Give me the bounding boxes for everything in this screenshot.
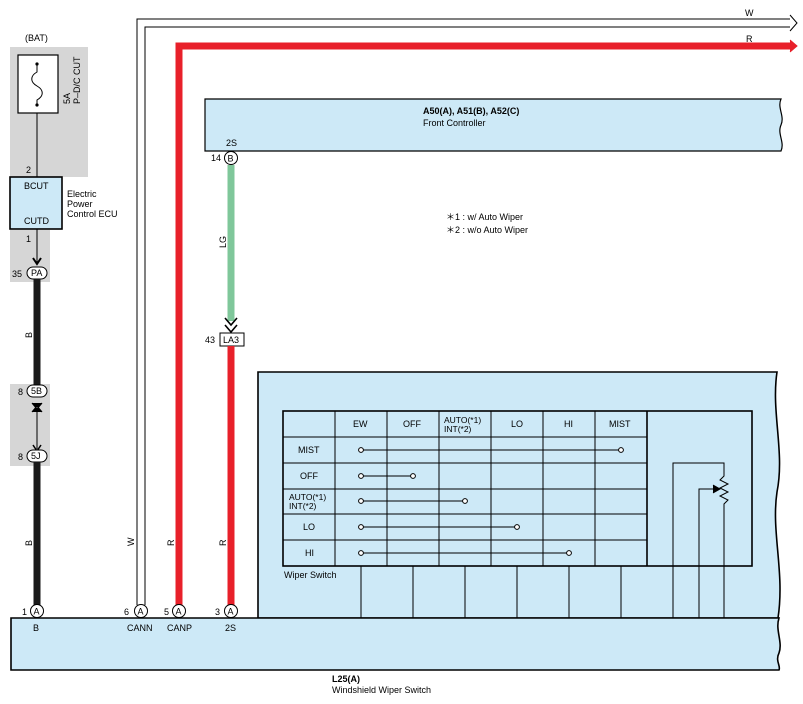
continuity-lo-start bbox=[358, 524, 364, 530]
5b-connector bbox=[26, 384, 48, 398]
r-wire-canp bbox=[175, 42, 790, 605]
la3-pin: 43 bbox=[205, 335, 215, 345]
pin3-connector bbox=[224, 604, 238, 618]
5j-code: 5J bbox=[31, 451, 41, 461]
continuity-mist-end bbox=[618, 447, 624, 453]
continuity-auto-start bbox=[358, 498, 364, 504]
header-mist: MIST bbox=[609, 419, 631, 429]
pin6-connector bbox=[134, 604, 148, 618]
windshield-wiper-switch-box bbox=[10, 617, 781, 671]
row-label-auto: AUTO(*1) bbox=[289, 492, 326, 502]
row-label-int: INT(*2) bbox=[289, 501, 317, 511]
pin5-num: 5 bbox=[164, 607, 169, 617]
front-controller-ids: A50(A), A51(B), A52(C) bbox=[423, 106, 519, 116]
pin1-connector bbox=[30, 604, 44, 618]
ecu-name-line2: Power bbox=[67, 199, 93, 209]
header-int: INT(*2) bbox=[444, 424, 472, 434]
fuse-amp: 5A bbox=[62, 93, 72, 104]
b-connector-code: B bbox=[228, 154, 234, 164]
r-wire-end-icon bbox=[789, 39, 798, 53]
header-lo: LO bbox=[511, 419, 523, 429]
fuse-icon bbox=[31, 64, 43, 105]
ecu-terminal-top: BCUT bbox=[24, 181, 49, 191]
windshield-switch-name: Windshield Wiper Switch bbox=[332, 685, 431, 695]
ecu-box bbox=[9, 176, 63, 230]
pin6-num: 6 bbox=[124, 607, 129, 617]
w-wire-outer bbox=[136, 18, 790, 605]
la3-code: LA3 bbox=[223, 335, 239, 345]
r-wire-label-side: R bbox=[166, 539, 176, 546]
windshield-switch-id: L25(A) bbox=[332, 674, 360, 684]
w-wire-label-top: W bbox=[745, 8, 754, 18]
note-2: ＊2 : w/o Auto Wiper bbox=[446, 225, 528, 235]
la3-arrow-icon bbox=[224, 317, 238, 334]
pin1-name: B bbox=[33, 623, 39, 633]
r-wire-label-top: R bbox=[746, 34, 753, 44]
header-ew: EW bbox=[353, 419, 368, 429]
wiper-switch-caption: Wiper Switch bbox=[284, 570, 337, 580]
pa-arrow-icon bbox=[32, 257, 42, 266]
header-off: OFF bbox=[403, 419, 421, 429]
fuse-dot-top bbox=[35, 62, 39, 66]
w-wire-label-side: W bbox=[126, 537, 136, 546]
ecu-pin-top: 2 bbox=[26, 165, 31, 175]
header-hi: HI bbox=[564, 419, 573, 429]
ecu-name-line3: Control ECU bbox=[67, 209, 118, 219]
pin1-num: 1 bbox=[22, 607, 27, 617]
continuity-mist-start bbox=[358, 447, 364, 453]
b-wire-label-upper: B bbox=[24, 332, 34, 338]
ecu-name-line1: Electric bbox=[67, 189, 97, 199]
pin3-name: 2S bbox=[225, 623, 236, 633]
fuse-dot-bottom bbox=[35, 103, 39, 107]
row-label-mist: MIST bbox=[298, 445, 320, 455]
5b-pin: 8 bbox=[18, 387, 23, 397]
continuity-lines bbox=[358, 447, 624, 556]
potentiometer-icon bbox=[672, 462, 730, 618]
continuity-off-end bbox=[410, 473, 416, 479]
pin6-code: A bbox=[138, 607, 144, 617]
continuity-auto-end bbox=[462, 498, 468, 504]
w-wire-inner bbox=[144, 26, 790, 605]
front-controller-name: Front Controller bbox=[423, 118, 486, 128]
pa-code: PA bbox=[31, 268, 42, 278]
fuse-name: P–D/C CUT bbox=[72, 56, 82, 104]
5b-code: 5B bbox=[31, 386, 42, 396]
pin1-code: A bbox=[34, 607, 40, 617]
note-1: ＊1 : w/ Auto Wiper bbox=[446, 212, 523, 222]
continuity-off-start bbox=[358, 473, 364, 479]
bat-label: (BAT) bbox=[25, 33, 48, 43]
b-wire-label-lower: B bbox=[24, 540, 34, 546]
ecu-pin-bottom: 1 bbox=[26, 234, 31, 244]
continuity-hi-end bbox=[566, 550, 572, 556]
pin5-code: A bbox=[176, 607, 182, 617]
pin5-connector bbox=[172, 604, 186, 618]
header-auto: AUTO(*1) bbox=[444, 415, 481, 425]
5j-pin: 8 bbox=[18, 452, 23, 462]
front-controller-terminal: 2S bbox=[226, 138, 237, 148]
r-wire-2s-label: R bbox=[218, 539, 228, 546]
b-connector-pin: 14 bbox=[211, 153, 221, 163]
pa-pin: 35 bbox=[12, 269, 22, 279]
pin3-code: A bbox=[228, 607, 234, 617]
switch-output-wires bbox=[360, 566, 700, 618]
5b-arrow-icon bbox=[31, 402, 43, 413]
pin6-name: CANN bbox=[127, 623, 153, 633]
row-label-lo: LO bbox=[303, 522, 315, 532]
front-controller-box bbox=[204, 98, 783, 152]
lg-wire-label: LG bbox=[218, 236, 228, 248]
row-label-off: OFF bbox=[300, 471, 318, 481]
pin3-num: 3 bbox=[215, 607, 220, 617]
pin5-name: CANP bbox=[167, 623, 192, 633]
continuity-hi-start bbox=[358, 550, 364, 556]
continuity-lo-end bbox=[514, 524, 520, 530]
w-wire-end-icon bbox=[789, 14, 798, 32]
row-label-hi: HI bbox=[305, 548, 314, 558]
b-connector bbox=[224, 151, 238, 165]
ecu-terminal-bottom: CUTD bbox=[24, 216, 49, 226]
